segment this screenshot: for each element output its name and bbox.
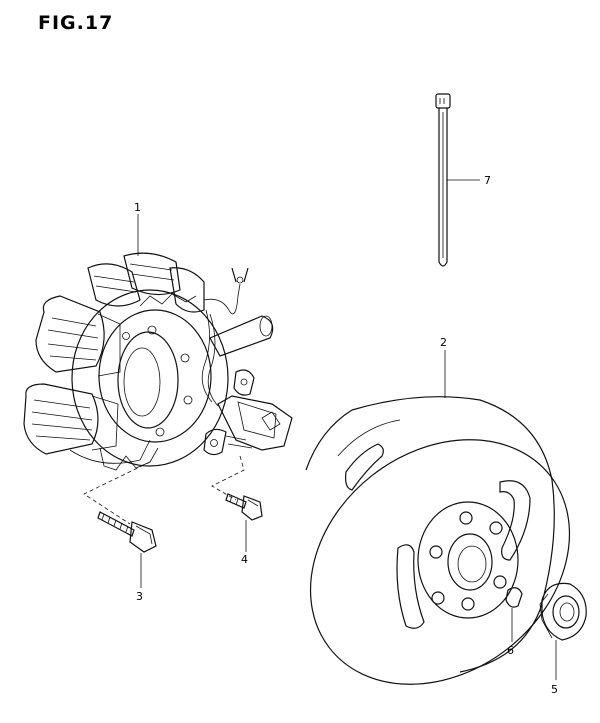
stator-part — [23, 252, 274, 471]
callout-2: 2 — [440, 336, 447, 349]
woodruff-key-part — [505, 587, 523, 608]
guide-line-4 — [211, 455, 245, 501]
cable-tie-part — [435, 93, 451, 267]
guide-line-3 — [83, 461, 151, 525]
pickup-coil-part — [203, 369, 293, 456]
bolt-short-part — [225, 493, 263, 521]
callout-6: 6 — [507, 644, 514, 657]
callout-3: 3 — [136, 590, 143, 603]
callout-1: 1 — [134, 201, 141, 214]
rotor-part — [305, 396, 571, 685]
figure-title: FIG.17 — [38, 12, 114, 34]
callout-4: 4 — [241, 553, 248, 566]
nut-part — [539, 582, 587, 641]
callout-7: 7 — [484, 174, 491, 187]
callout-5: 5 — [551, 683, 558, 696]
bolt-long-part — [97, 511, 157, 553]
